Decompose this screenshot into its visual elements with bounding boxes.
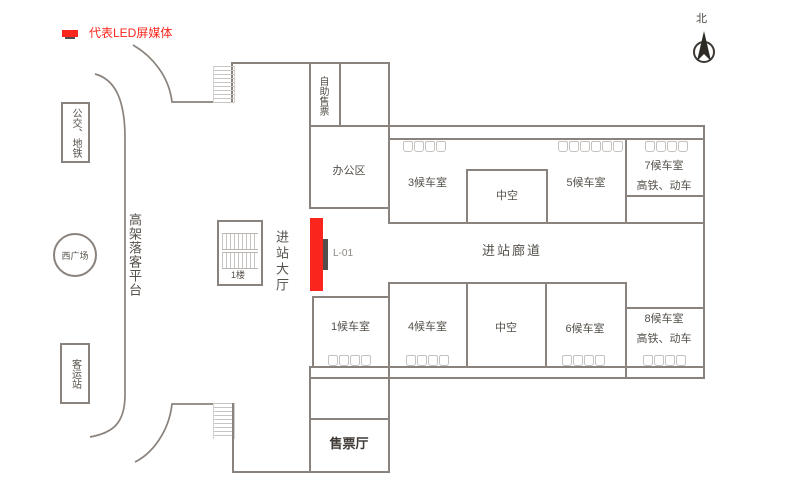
wall-segment bbox=[310, 366, 705, 368]
seat-row-icon bbox=[406, 355, 449, 366]
wall-segment bbox=[467, 169, 547, 171]
stairs-icon bbox=[213, 66, 235, 103]
wall-segment bbox=[232, 403, 234, 473]
wall-segment bbox=[625, 138, 627, 224]
legend-label: 代表LED屏媒体 bbox=[89, 26, 173, 40]
led-screen-marker bbox=[310, 218, 323, 291]
self-ticketing-label: 自助售票 bbox=[317, 76, 328, 116]
wall-segment bbox=[309, 207, 390, 209]
wall-segment bbox=[309, 418, 390, 420]
stairs-icon bbox=[213, 403, 235, 439]
stairs-icon bbox=[222, 233, 258, 250]
wall-segment bbox=[388, 282, 390, 379]
waiting-room-5-label: 5候车室 bbox=[566, 177, 606, 189]
wall-segment bbox=[232, 62, 390, 64]
led-screen-legend-icon-base bbox=[65, 37, 75, 39]
bus-metro-label: 公交、地铁 bbox=[70, 107, 81, 158]
floor1-stairs-box bbox=[217, 220, 263, 286]
wall-segment bbox=[625, 282, 627, 379]
ticket-hall-label: 售票厅 bbox=[329, 436, 369, 451]
floor1-label: 1楼 bbox=[230, 270, 245, 280]
waiting-room-3-label: 3候车室 bbox=[407, 177, 448, 189]
wall-segment bbox=[309, 125, 705, 127]
seat-row-icon bbox=[558, 141, 623, 152]
wall-segment bbox=[310, 377, 705, 379]
led-screen-id: L-01 bbox=[333, 248, 354, 259]
wall-segment bbox=[388, 62, 390, 224]
wall-segment bbox=[466, 282, 468, 368]
seat-row-icon bbox=[328, 355, 371, 366]
wall-segment bbox=[545, 282, 547, 368]
coach-station-label: 客运站 bbox=[69, 358, 81, 389]
waiting-room-8-sublabel: 高铁、动车 bbox=[636, 333, 692, 345]
wall-segment bbox=[312, 296, 390, 298]
office-area-label: 办公区 bbox=[332, 165, 366, 177]
wall-segment bbox=[703, 125, 705, 379]
seat-row-icon bbox=[645, 141, 688, 152]
wall-segment bbox=[388, 138, 705, 140]
wall-segment bbox=[466, 169, 468, 224]
elevated-platform-label: 高架落客平台 bbox=[127, 213, 142, 297]
seat-row-icon bbox=[403, 141, 446, 152]
wall-segment bbox=[546, 169, 548, 224]
coach-station-zone: 客运站 bbox=[60, 343, 90, 404]
waiting-room-7-label: 7候车室 bbox=[644, 160, 684, 172]
compass-icon bbox=[693, 31, 715, 63]
west-square-label: 西广场 bbox=[61, 250, 89, 261]
wall-segment bbox=[339, 62, 341, 127]
seat-row-icon bbox=[643, 355, 686, 366]
stairs-icon bbox=[222, 252, 258, 269]
west-square-zone: 西广场 bbox=[53, 233, 97, 277]
corridor-label: 进站廊道 bbox=[481, 243, 542, 258]
wall-segment bbox=[312, 296, 314, 368]
wall-segment bbox=[388, 377, 390, 473]
seat-row-icon bbox=[562, 355, 605, 366]
wall-segment bbox=[625, 307, 705, 309]
wall-segment bbox=[388, 282, 627, 284]
wall-segment bbox=[232, 471, 390, 473]
waiting-room-7-sublabel: 高铁、动车 bbox=[636, 180, 692, 192]
wall-segment bbox=[309, 125, 311, 209]
atrium-top-label: 中空 bbox=[496, 190, 518, 202]
entrance-hall-label: 进站大厅 bbox=[274, 230, 289, 294]
led-screen-mount bbox=[323, 239, 328, 270]
bus-metro-zone: 公交、地铁 bbox=[61, 102, 90, 163]
north-label: 北 bbox=[696, 13, 707, 25]
atrium-bottom-label: 中空 bbox=[495, 322, 517, 334]
waiting-room-1-label: 1候车室 bbox=[330, 321, 371, 333]
wall-segment bbox=[625, 195, 705, 197]
waiting-room-4-label: 4候车室 bbox=[407, 321, 448, 333]
led-screen-legend-icon bbox=[62, 30, 78, 37]
waiting-room-8-label: 8候车室 bbox=[644, 313, 684, 325]
waiting-room-6-label: 6候车室 bbox=[565, 323, 605, 335]
wall-segment bbox=[309, 62, 311, 127]
